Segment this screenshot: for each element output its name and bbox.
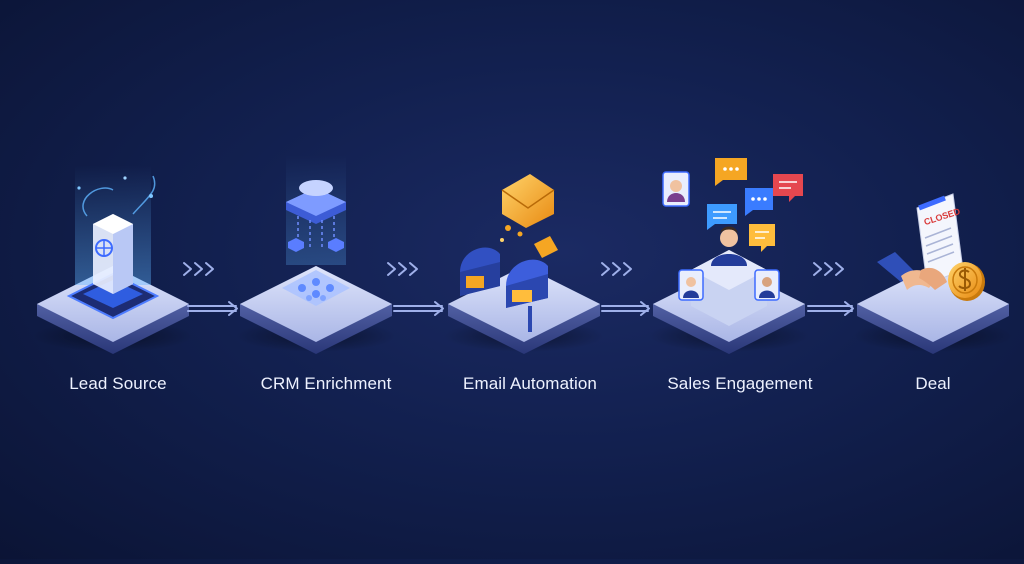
chat-bubble-icon [749,224,775,252]
connector-1 [183,262,238,316]
chat-bubble-icon [745,188,773,216]
chevrons-icon [813,262,844,276]
cloud-data-icon [282,155,350,306]
connector-3 [601,262,650,316]
connector-4 [807,262,854,316]
chat-bubble-icon [715,158,747,186]
connector-2 [387,262,444,316]
mailbox-left [460,247,500,296]
double-arrow-icon [187,301,238,316]
chevrons-icon [387,262,418,276]
stage-label-crm-enrichment: CRM Enrichment [260,374,392,393]
avatar [711,226,747,266]
chat-bubble-icon [707,204,737,230]
envelope-icon [501,174,555,228]
avatar [662,171,690,207]
server-icon [66,165,160,320]
coin-icon [948,262,985,301]
double-arrow-icon [393,301,444,316]
mailbox-right [506,259,548,332]
connectors [183,262,854,316]
people-chat-icon [662,158,803,326]
handshake [877,252,947,290]
stage-label-lead-source: Lead Source [69,374,167,393]
stage-label-email-automation: Email Automation [463,374,597,393]
stage-label-sales-engagement: Sales Engagement [667,374,813,393]
double-arrow-icon [807,301,854,316]
chevrons-icon [601,262,632,276]
stage-label-deal: Deal [915,374,951,393]
avatar [754,269,780,301]
handshake-icon: CLOSED [877,193,985,301]
chat-bubble-icon [773,174,803,202]
avatar [678,269,704,301]
contract-document: CLOSED [916,193,964,285]
mailbox-icon [460,174,558,332]
chevrons-icon [183,262,214,276]
double-arrow-icon [601,301,650,316]
